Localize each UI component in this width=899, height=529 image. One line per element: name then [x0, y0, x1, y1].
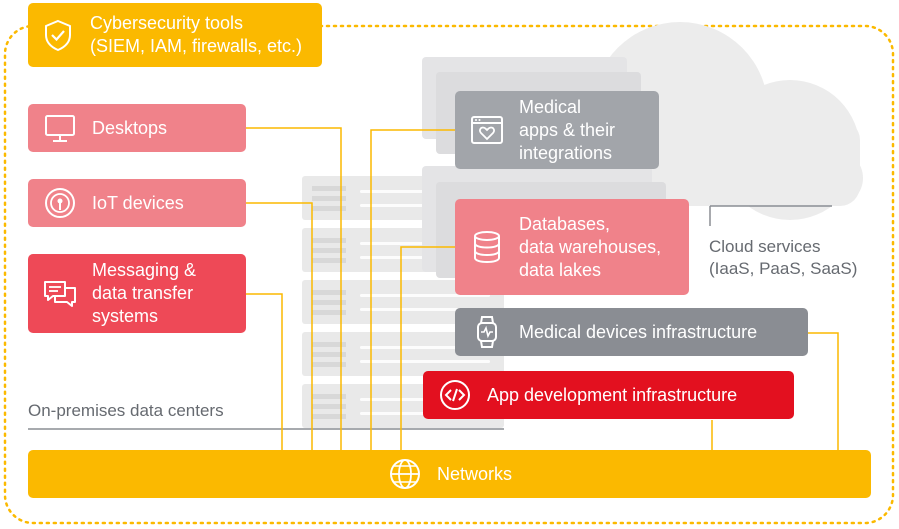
medical-apps-box: Medical apps & their integrations [455, 91, 659, 169]
medical-devices-label: Medical devices infrastructure [519, 321, 758, 342]
networks-label: Networks [436, 463, 512, 484]
databases-box: Databases, data warehouses, data lakes [455, 199, 689, 295]
databases-label: Databases, data warehouses, data lakes [519, 213, 662, 280]
medical-apps-label: Medical apps & their integrations [519, 96, 616, 163]
smartwatch-icon [469, 314, 505, 350]
cybersecurity-tools-label: Cybersecurity tools (SIEM, IAM, firewall… [90, 13, 303, 56]
medical-devices-box: Medical devices infrastructure [455, 308, 808, 356]
app-development-box: App development infrastructure [423, 371, 794, 419]
messaging-label: Messaging & data transfer systems [92, 260, 197, 326]
iot-sensor-icon [42, 185, 78, 221]
messaging-box: Messaging & data transfer systems [28, 254, 246, 333]
browser-heart-icon [469, 112, 505, 148]
shield-check-icon [40, 17, 76, 53]
cybersecurity-tools-box: Cybersecurity tools (SIEM, IAM, firewall… [28, 3, 322, 67]
cloud-services-label: Cloud services (IaaS, PaaS, SaaS) [709, 237, 858, 278]
code-icon [437, 377, 473, 413]
server-rack-details [312, 186, 346, 419]
desktops-label: Desktops [92, 117, 168, 138]
networks-bar: Networks [28, 450, 871, 498]
iot-devices-label: IoT devices [92, 192, 184, 213]
globe-icon [387, 456, 423, 492]
dotted-boundary [3, 24, 895, 525]
connector-lines [246, 127, 839, 451]
chat-bubbles-icon [42, 276, 78, 312]
iot-devices-box: IoT devices [28, 179, 246, 227]
on-premises-label: On-premises data centers [28, 401, 224, 420]
app-development-label: App development infrastructure [487, 384, 738, 405]
database-icon [469, 229, 505, 265]
desktops-box: Desktops [28, 104, 246, 152]
monitor-icon [42, 110, 78, 146]
